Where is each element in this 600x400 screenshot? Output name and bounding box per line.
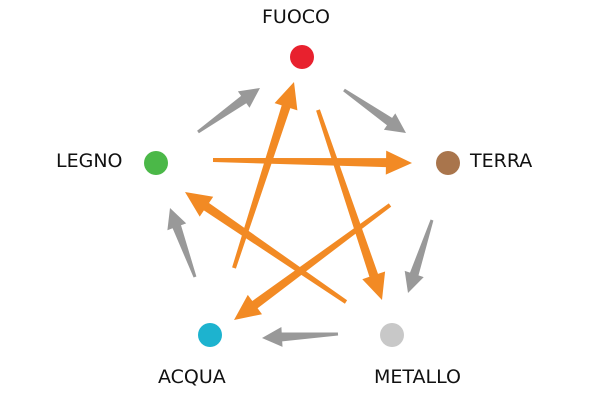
acqua-label: ACQUA (158, 366, 226, 388)
cycle-arrow-acqua-legno (167, 208, 197, 278)
acqua-node (198, 323, 222, 347)
control-arrow-fuoco-metallo (316, 109, 386, 301)
control-arrow-legno-terra (213, 150, 412, 175)
cycle-arrow-metallo-acqua (262, 327, 339, 347)
control-arrows (185, 82, 412, 320)
fuoco-node (290, 45, 314, 69)
terra-label: TERRA (470, 150, 533, 172)
control-arrow-acqua-fuoco (232, 82, 298, 269)
control-arrow-terra-acqua (234, 203, 392, 320)
cycle-arrow-fuoco-terra (343, 88, 406, 133)
cycle-arrows (167, 88, 434, 347)
legno-label: LEGNO (56, 150, 123, 172)
cycle-arrow-legno-fuoco (197, 88, 260, 134)
control-arrow-metallo-legno (185, 192, 348, 304)
metallo-label: METALLO (374, 366, 461, 388)
legno-node (144, 151, 168, 175)
metallo-node (380, 323, 404, 347)
cycle-arrow-terra-metallo (404, 219, 434, 293)
fuoco-label: FUOCO (262, 6, 331, 28)
element-nodes (144, 45, 460, 347)
terra-node (436, 151, 460, 175)
